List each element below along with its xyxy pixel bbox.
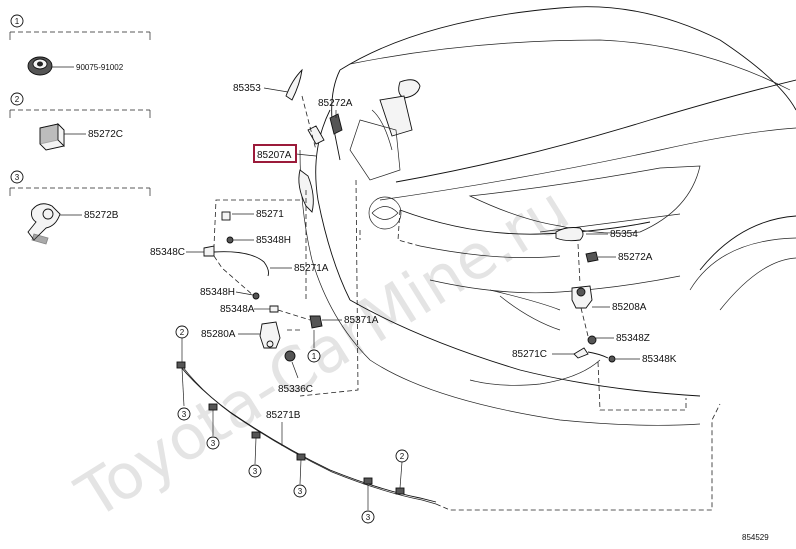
hose-85271C[interactable]: 85271C (512, 347, 609, 360)
label-85208A: 85208A (612, 302, 647, 313)
clip-85348C[interactable]: 85348C (150, 245, 215, 258)
label-85353: 85353 (233, 83, 261, 94)
label-85271A: 85271A (294, 263, 329, 274)
label-85207A: 85207A (257, 150, 292, 161)
hose-85272A-top[interactable]: 85272A (318, 98, 353, 135)
hose-85271[interactable]: 85271 (221, 209, 284, 221)
label-85271: 85271 (256, 209, 284, 220)
callout-1-main[interactable]: 1 (307, 330, 321, 363)
label-85354: 85354 (610, 229, 638, 240)
clip-85348A[interactable]: 85348A (220, 304, 279, 315)
label-85336C: 85336C (278, 384, 313, 395)
nozzle-85280A[interactable]: 85280A (201, 321, 281, 349)
hose-85272A-right[interactable]: 85272A (585, 251, 653, 263)
legend-num-2: 2 (15, 95, 20, 104)
callout-3-a-text: 3 (182, 410, 187, 419)
callout-3-e[interactable]: 3 (361, 484, 375, 524)
hose-clamp-icon (27, 203, 61, 245)
joint-85371A[interactable]: 85371A (309, 315, 379, 329)
legend-num-1: 1 (15, 17, 20, 26)
legend-item-1[interactable]: 1 90075-91002 (9, 14, 151, 76)
label-85371A: 85371A (344, 315, 379, 326)
highlight-box-85207A (253, 144, 297, 163)
callout-3-b[interactable]: 3 (206, 410, 220, 450)
clip-85348H-upper[interactable]: 85348H (226, 235, 291, 246)
clip-85348K[interactable]: 85348K (608, 354, 677, 365)
diagram-code: 854529 (742, 533, 769, 542)
vehicle-body (299, 6, 796, 426)
label-85271B: 85271B (266, 410, 301, 421)
grommet-icon (27, 56, 53, 76)
nozzle-85354[interactable]: 85354 (555, 227, 638, 242)
clip-85348Z[interactable]: 85348Z (587, 333, 650, 345)
callout-3-d-text: 3 (298, 487, 303, 496)
legend-label-2: 85272C (88, 129, 123, 140)
nozzle-85208A[interactable]: 85208A (571, 285, 647, 313)
callout-3-c[interactable]: 3 (248, 437, 262, 478)
label-85348K: 85348K (642, 354, 677, 365)
callout-1-text: 1 (312, 352, 317, 361)
legend-item-2[interactable]: 2 85272C (9, 92, 151, 151)
legend-panel: 1 90075-91002 2 85272 (9, 14, 151, 245)
label-85348Z: 85348Z (616, 333, 650, 344)
callout-2-right-text: 2 (400, 452, 405, 461)
legend-label-1: 90075-91002 (76, 63, 124, 72)
grommet-85336C[interactable]: 85336C (278, 350, 313, 395)
label-85348C: 85348C (150, 247, 185, 258)
legend-item-3[interactable]: 3 85272B (9, 170, 151, 245)
watermark: Toyota-CarMine.ru (63, 172, 581, 533)
callout-2-left[interactable]: 2 (175, 325, 189, 362)
assembly-lines (213, 95, 721, 511)
callout-3-c-text: 3 (253, 467, 258, 476)
label-85272A-top: 85272A (318, 98, 353, 109)
nozzle-85353[interactable]: 85353 (233, 68, 303, 101)
callout-3-b-text: 3 (211, 439, 216, 448)
label-85348H-upper: 85348H (256, 235, 291, 246)
callout-2-left-text: 2 (180, 328, 185, 337)
label-85271C: 85271C (512, 349, 547, 360)
callout-3-a[interactable]: 3 (177, 367, 191, 421)
callout-3-d[interactable]: 3 (293, 459, 307, 498)
label-85348H-lower: 85348H (200, 287, 235, 298)
legend-num-3: 3 (15, 173, 20, 182)
clip-icon (39, 122, 65, 151)
callout-2-right[interactable]: 2 (395, 449, 409, 489)
hose-85271B[interactable]: 85271B (179, 365, 437, 505)
callout-3-e-text: 3 (366, 513, 371, 522)
label-85280A: 85280A (201, 329, 236, 340)
label-85272A-right: 85272A (618, 252, 653, 263)
hose-85271A[interactable]: 85271A (213, 251, 329, 277)
clip-85348H-lower[interactable]: 85348H (200, 287, 260, 300)
label-85348A: 85348A (220, 304, 255, 315)
legend-label-3: 85272B (84, 210, 119, 221)
